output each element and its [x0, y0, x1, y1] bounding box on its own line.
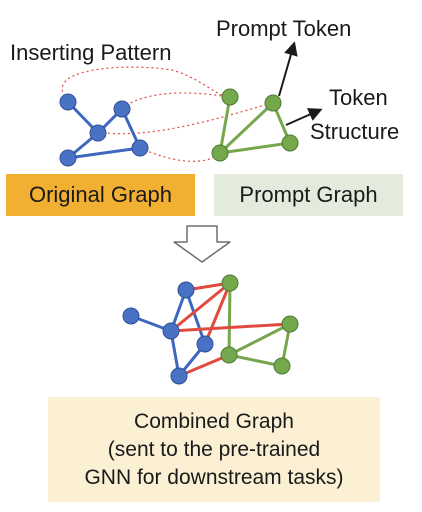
- inserting-pattern-dotted-links: [61, 66, 273, 162]
- prompt-node: [264, 94, 282, 112]
- prompt-token-arrow: [278, 41, 298, 97]
- original-node: [59, 93, 77, 111]
- combined-graph-caption-line2: GNN for downstream tasks): [84, 465, 344, 489]
- combined-prompt-node: [281, 315, 299, 333]
- combined-inserting-edge: [178, 353, 230, 378]
- combined-prompt-edge: [227, 282, 232, 356]
- combined-prompt-edge: [228, 353, 283, 368]
- combined-graph-box: Combined Graph (sent to the pre-trained …: [48, 397, 380, 502]
- original-edge: [67, 146, 141, 160]
- combined-original-node: [162, 322, 180, 340]
- dotted-link-bottom: [139, 147, 221, 162]
- combined-original-node: [177, 281, 195, 299]
- original-graph-box: Original Graph: [6, 174, 195, 216]
- prompt-graph-box: Prompt Graph: [214, 174, 403, 216]
- prompt-edge: [218, 101, 275, 155]
- prompt-token-label: Prompt Token: [216, 16, 352, 41]
- combined-prompt-node: [273, 357, 291, 375]
- combined-prompt-node: [220, 346, 238, 364]
- prompt-node: [281, 134, 299, 152]
- original-node: [113, 100, 131, 118]
- combined-inserting-edge: [170, 322, 291, 333]
- prompt-edge: [218, 96, 232, 154]
- prompt-edge: [219, 141, 291, 155]
- combined-original-node: [122, 307, 140, 325]
- combined-graph-caption-line1: (sent to the pre-trained: [107, 437, 321, 461]
- original-graph-label: Original Graph: [28, 182, 173, 207]
- prompt-graph: [211, 88, 299, 162]
- combined-original-node: [196, 335, 214, 353]
- token-structure-arrow: [285, 108, 323, 126]
- original-graph: [59, 93, 149, 167]
- original-node: [89, 124, 107, 142]
- combined-graph-title: Combined Graph: [134, 409, 294, 433]
- prompt-graph-label: Prompt Graph: [239, 182, 378, 207]
- dotted-link-mid: [121, 92, 229, 109]
- prompt-node: [211, 144, 229, 162]
- combined-inserting-edge: [203, 282, 232, 345]
- combined-prompt-node: [221, 274, 239, 292]
- structure-label: Structure: [310, 119, 400, 144]
- combined-inserting-edge: [170, 281, 231, 333]
- down-arrow-icon: [173, 225, 231, 263]
- combined-original-node: [170, 367, 188, 385]
- prompt-node: [221, 88, 239, 106]
- combined-prompt-edge: [228, 322, 291, 357]
- token-label: Token: [329, 85, 388, 110]
- combined-graph: [122, 274, 299, 385]
- original-node: [131, 139, 149, 157]
- original-node: [59, 149, 77, 167]
- inserting-pattern-label: Inserting Pattern: [10, 40, 172, 65]
- combined-original-edge: [184, 289, 207, 345]
- dotted-link-top: [61, 66, 229, 101]
